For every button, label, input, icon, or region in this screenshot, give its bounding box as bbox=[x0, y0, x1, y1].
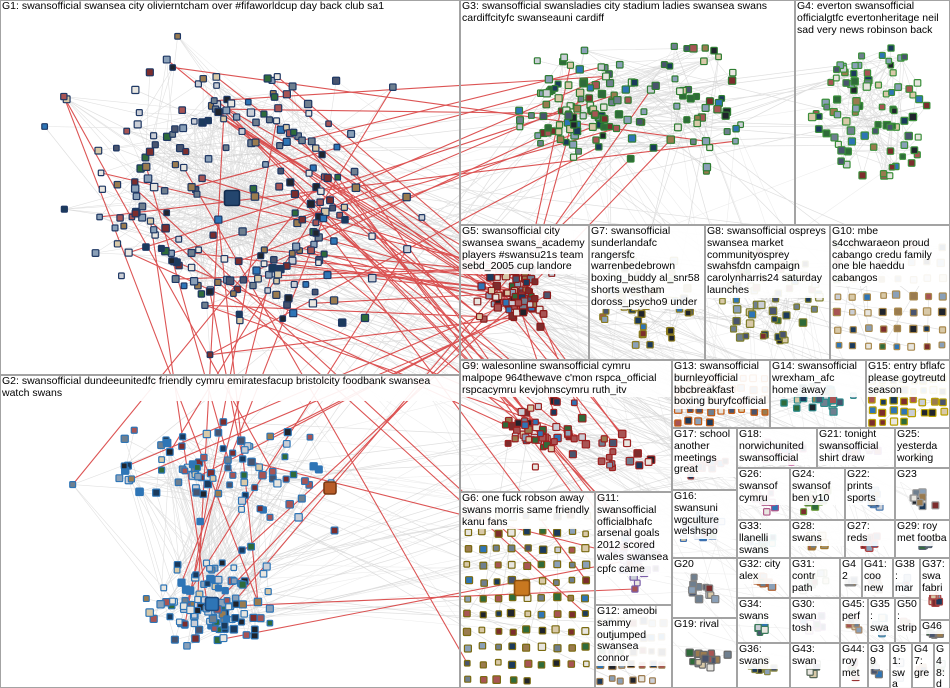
big-nodes-layer bbox=[204, 189, 531, 612]
